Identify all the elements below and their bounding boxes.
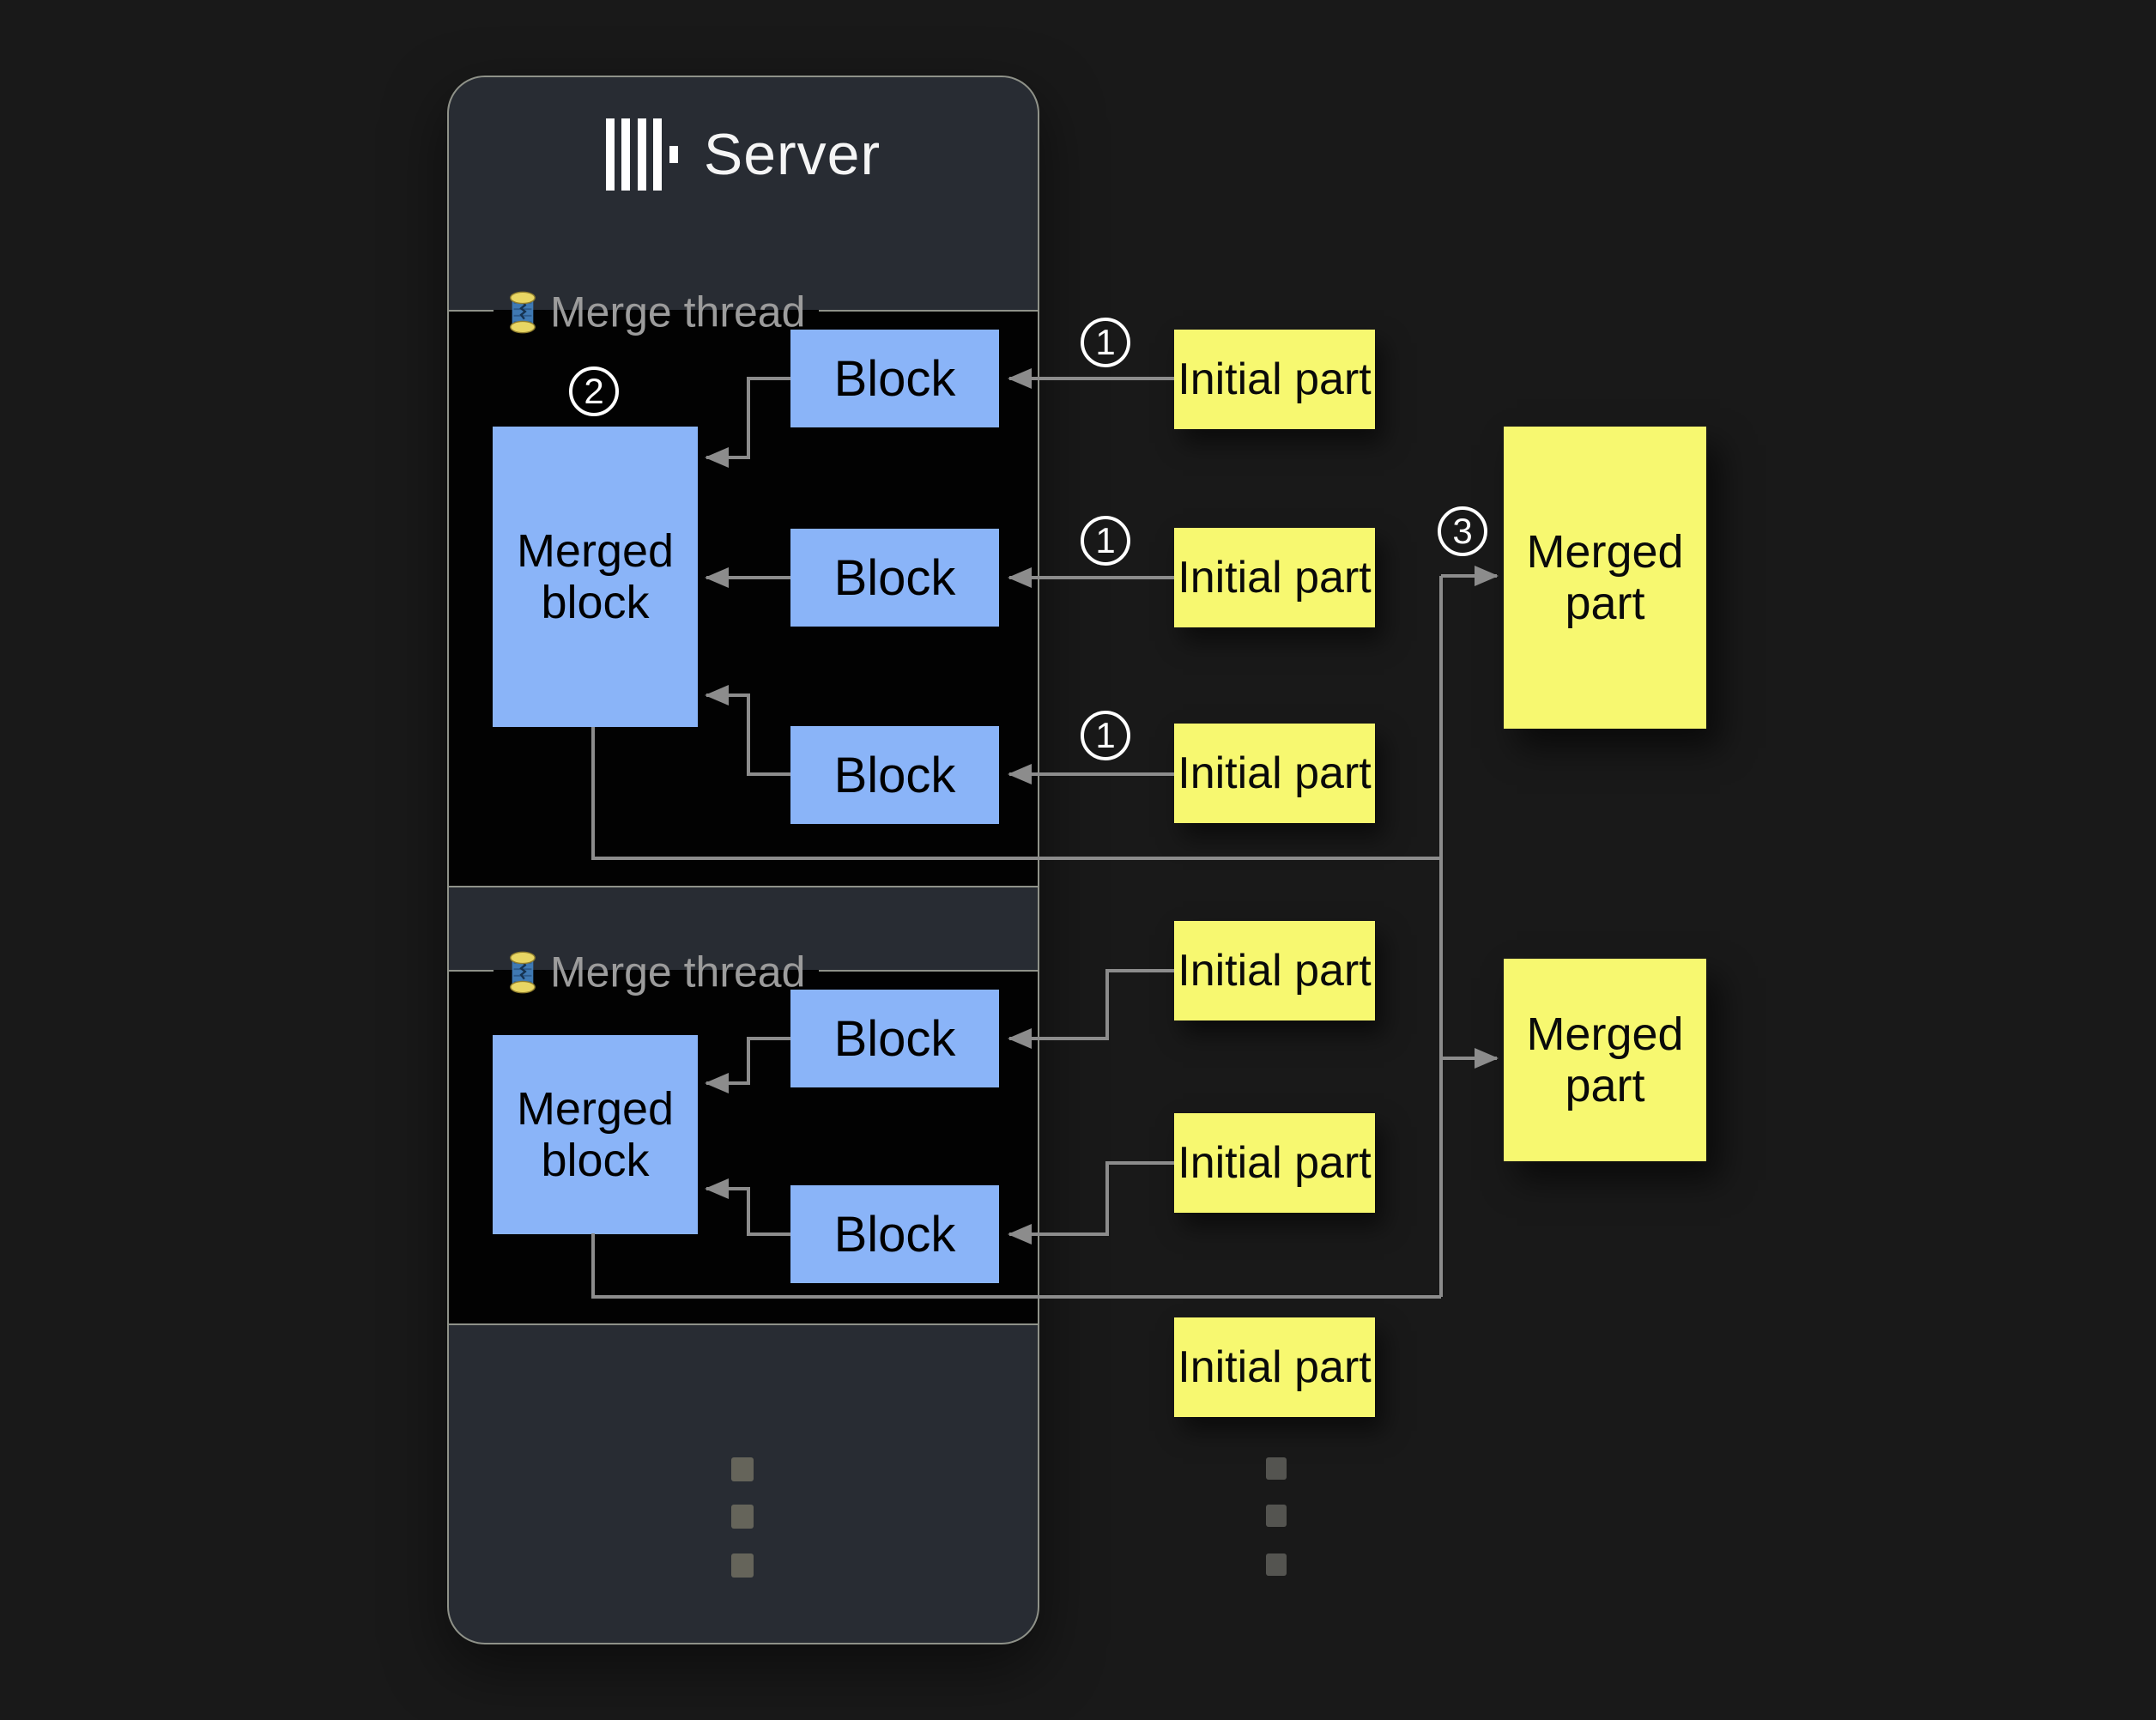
step-circle-3: 3 [1438, 506, 1487, 556]
initial-part: Initial part [1174, 921, 1375, 1020]
server-title: Server [703, 122, 881, 187]
ellipsis-dot [731, 1553, 754, 1578]
step-circle-1: 1 [1081, 711, 1130, 760]
block: Block [790, 330, 999, 427]
merge-thread-label-text: Merge thread [550, 288, 806, 336]
thread-spool-icon [510, 291, 536, 334]
step-circle-2: 2 [569, 366, 619, 416]
merge-thread-label-text: Merge thread [550, 948, 806, 996]
initial-part: Initial part [1174, 528, 1375, 627]
merged-part: Merged part [1504, 959, 1706, 1161]
ellipsis-dot [731, 1505, 754, 1529]
clickhouse-logo-icon [605, 118, 678, 191]
merge-thread-label: Merge thread [494, 286, 819, 336]
step-circle-1: 1 [1081, 516, 1130, 566]
merged-block: Merged block [493, 1035, 698, 1234]
merged-block: Merged block [493, 427, 698, 727]
merged-part: Merged part [1504, 427, 1706, 729]
block: Block [790, 1185, 999, 1283]
block: Block [790, 529, 999, 627]
ellipsis-dot [1266, 1505, 1287, 1527]
block: Block [790, 726, 999, 824]
initial-part: Initial part [1174, 1317, 1375, 1417]
server-panel: Server Merge thread Merge thread Me [447, 76, 1039, 1644]
block: Block [790, 990, 999, 1087]
initial-part: Initial part [1174, 330, 1375, 429]
initial-part: Initial part [1174, 1113, 1375, 1213]
ellipsis-dot [731, 1457, 754, 1481]
merge-thread-label: Merge thread [494, 946, 819, 996]
thread-spool-icon [510, 951, 536, 994]
ellipsis-dot [1266, 1553, 1287, 1576]
initial-part: Initial part [1174, 724, 1375, 823]
server-header: Server [449, 118, 1038, 191]
step-circle-1: 1 [1081, 318, 1130, 367]
ellipsis-dot [1266, 1457, 1287, 1480]
